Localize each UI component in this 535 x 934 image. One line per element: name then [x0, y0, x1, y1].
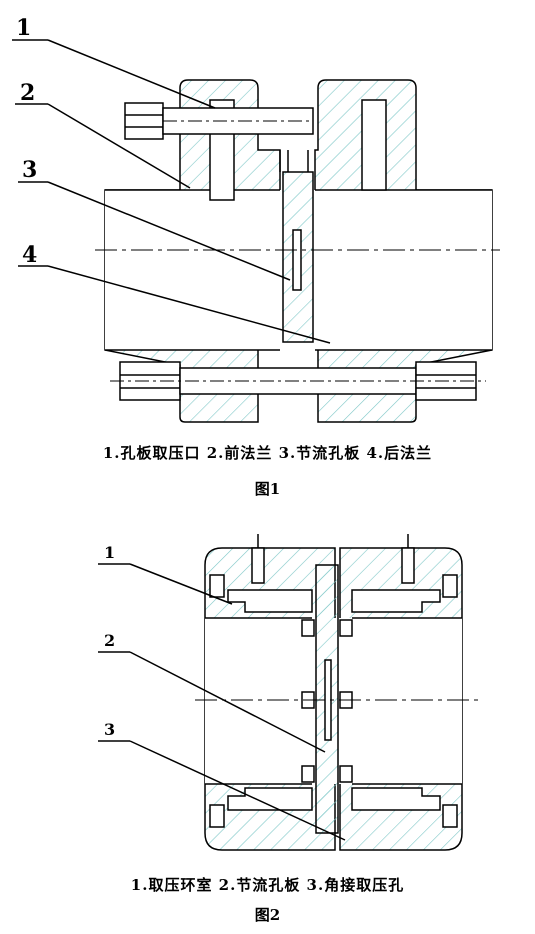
bottom-stud-bolt [110, 361, 486, 401]
figure-1-legend: 1.孔板取压口 2.前法兰 3.节流孔板 4.后法兰 [102, 444, 433, 462]
top-bolt [124, 102, 314, 140]
figure-2-title: 图2 [254, 906, 281, 924]
fig2-callout-2: 2 [104, 631, 115, 650]
figure-2-drawing [98, 534, 480, 851]
figure-1-title: 图1 [254, 480, 281, 498]
figure-2-legend: 1.取压环室 2.节流孔板 3.角接取压孔 [130, 876, 405, 894]
fig1-callout-2: 2 [20, 80, 35, 106]
fig2-callout-3: 3 [104, 720, 115, 739]
fig2-callout-1: 1 [104, 543, 115, 562]
figure-1-drawing [12, 39, 500, 423]
fig1-callout-4: 4 [22, 242, 37, 268]
fig1-callout-1: 1 [16, 15, 31, 41]
fig1-callout-3: 3 [22, 157, 37, 183]
